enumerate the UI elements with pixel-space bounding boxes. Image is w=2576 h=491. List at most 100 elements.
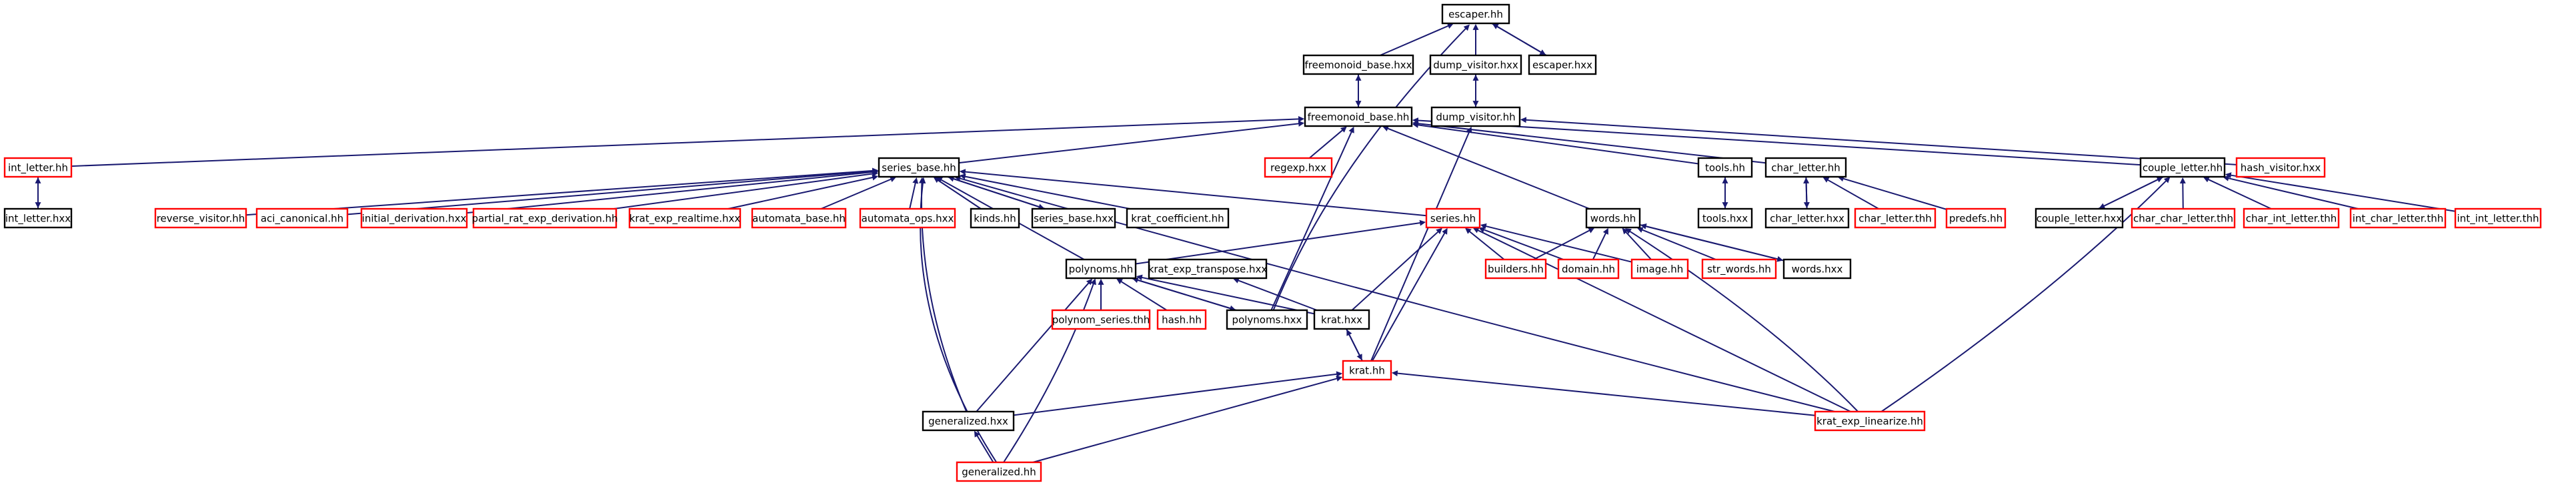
node-escaper-hxx[interactable]: escaper.hxx [1528,54,1597,75]
node-box[interactable] [1226,309,1308,330]
node-box[interactable] [859,207,956,229]
node-char-letter-hxx[interactable]: char_letter.hxx [1764,207,1850,229]
node-char-int-letter-thh[interactable]: char_int_letter.thh [2243,207,2340,229]
node-kinds-hh[interactable]: kinds.hh [970,207,1020,229]
node-box[interactable] [472,207,617,229]
node-box[interactable] [1264,157,1333,178]
node-box[interactable] [1441,3,1510,25]
node-box[interactable] [154,207,247,229]
node-box[interactable] [1302,54,1414,75]
node-couple-letter-hh[interactable]: couple_letter.hh [2139,157,2226,178]
node-box[interactable] [1126,207,1230,229]
node-box[interactable] [1484,258,1547,280]
node-box[interactable] [628,207,742,229]
node-freemonoid-base-hh[interactable]: freemonoid_base.hh [1304,106,1413,127]
node-krat-hh[interactable]: krat.hh [1342,360,1392,381]
node-tools-hh[interactable]: tools.hh [1697,157,1753,178]
node-box[interactable] [3,207,73,229]
node-box[interactable] [1557,258,1620,280]
node-regexp-hxx[interactable]: regexp.hxx [1264,157,1333,178]
node-polynoms-hh[interactable]: polynoms.hh [1065,258,1137,280]
node-dump-visitor-hh[interactable]: dump_visitor.hh [1430,106,1521,127]
node-aci-canonical-hh[interactable]: aci_canonical.hh [255,207,349,229]
node-box[interactable] [1156,309,1207,330]
node-box[interactable] [1528,54,1597,75]
node-automata-ops-hxx[interactable]: automata_ops.hxx [859,207,956,229]
node-generalized-hxx[interactable]: generalized.hxx [922,410,1015,432]
node-krat-exp-linearize-hh[interactable]: krat_exp_linearize.hh [1814,410,1926,432]
node-box[interactable] [2454,207,2542,229]
node-krat-hxx[interactable]: krat.hxx [1313,309,1370,330]
node-box[interactable] [970,207,1020,229]
node-partial-rat-exp-derivation-hh[interactable]: partial_rat_exp_derivation.hh [471,207,618,229]
node-box[interactable] [2131,207,2236,229]
node-box[interactable] [1429,54,1522,75]
node-box[interactable] [1854,207,1937,229]
node-krat-exp-realtime-hxx[interactable]: krat_exp_realtime.hxx [628,207,742,229]
node-int-char-letter-thh[interactable]: int_char_letter.thh [2349,207,2447,229]
node-reverse-visitor-hh[interactable]: reverse_visitor.hh [154,207,247,229]
node-initial-derivation-hxx[interactable]: initial_derivation.hxx [360,207,468,229]
node-hash-visitor-hxx[interactable]: hash_visitor.hxx [2235,157,2326,178]
node-series-hh[interactable]: series.hh [1425,207,1481,229]
node-freemonoid-base-hxx[interactable]: freemonoid_base.hxx [1302,54,1414,75]
node-box[interactable] [255,207,349,229]
node-box[interactable] [1425,207,1481,229]
node-words-hxx[interactable]: words.hxx [1782,258,1852,280]
node-generalized-hh[interactable]: generalized.hh [956,461,1042,482]
node-box[interactable] [922,410,1015,432]
node-box[interactable] [1814,410,1926,432]
node-series-base-hxx[interactable]: series_base.hxx [1031,207,1116,229]
node-box[interactable] [1585,207,1641,229]
node-char-letter-thh[interactable]: char_letter.thh [1854,207,1937,229]
node-box[interactable] [1945,207,2007,229]
node-tools-hxx[interactable]: tools.hxx [1697,207,1753,229]
node-hash-hh[interactable]: hash.hh [1156,309,1207,330]
node-box[interactable] [3,157,73,178]
node-box[interactable] [2349,207,2447,229]
node-box[interactable] [1764,157,1847,178]
node-box[interactable] [1051,309,1151,330]
node-box[interactable] [360,207,468,229]
node-domain-hh[interactable]: domain.hh [1557,258,1620,280]
node-box[interactable] [2235,157,2326,178]
node-char-letter-hh[interactable]: char_letter.hh [1764,157,1847,178]
node-int-letter-hxx[interactable]: int_letter.hxx [3,207,73,229]
node-box[interactable] [1697,207,1753,229]
node-box[interactable] [1148,258,1268,280]
node-dump-visitor-hxx[interactable]: dump_visitor.hxx [1429,54,1522,75]
node-box[interactable] [1430,106,1521,127]
node-box[interactable] [2035,207,2124,229]
node-builders-hh[interactable]: builders.hh [1484,258,1547,280]
node-image-hh[interactable]: image.hh [1630,258,1689,280]
node-box[interactable] [751,207,847,229]
node-char-char-letter-thh[interactable]: char_char_letter.thh [2131,207,2236,229]
node-box[interactable] [1764,207,1850,229]
node-box[interactable] [1304,106,1413,127]
node-couple-letter-hxx[interactable]: couple_letter.hxx [2035,207,2124,229]
node-words-hh[interactable]: words.hh [1585,207,1641,229]
node-box[interactable] [1697,157,1753,178]
node-predefs-hh[interactable]: predefs.hh [1945,207,2007,229]
node-box[interactable] [956,461,1042,482]
node-krat-coefficient-hh[interactable]: krat_coefficient.hh [1126,207,1230,229]
node-polynom-series-thh[interactable]: polynom_series.thh [1051,309,1151,330]
node-box[interactable] [1031,207,1116,229]
node-box[interactable] [1630,258,1689,280]
node-box[interactable] [1313,309,1370,330]
node-polynoms-hxx[interactable]: polynoms.hxx [1226,309,1308,330]
node-automata-base-hh[interactable]: automata_base.hh [751,207,847,229]
node-series-base-hh[interactable]: series_base.hh [878,157,960,178]
node-int-letter-hh[interactable]: int_letter.hh [3,157,73,178]
node-krat-exp-transpose-hxx[interactable]: krat_exp_transpose.hxx [1148,258,1268,280]
node-box[interactable] [1065,258,1137,280]
node-box[interactable] [1701,258,1777,280]
node-box[interactable] [1782,258,1852,280]
node-int-int-letter-thh[interactable]: int_int_letter.thh [2454,207,2542,229]
node-box[interactable] [2243,207,2340,229]
node-box[interactable] [1342,360,1392,381]
node-box[interactable] [2139,157,2226,178]
node-box[interactable] [878,157,960,178]
node-escaper-hh[interactable]: escaper.hh [1441,3,1510,25]
node-str-words-hh[interactable]: str_words.hh [1701,258,1777,280]
